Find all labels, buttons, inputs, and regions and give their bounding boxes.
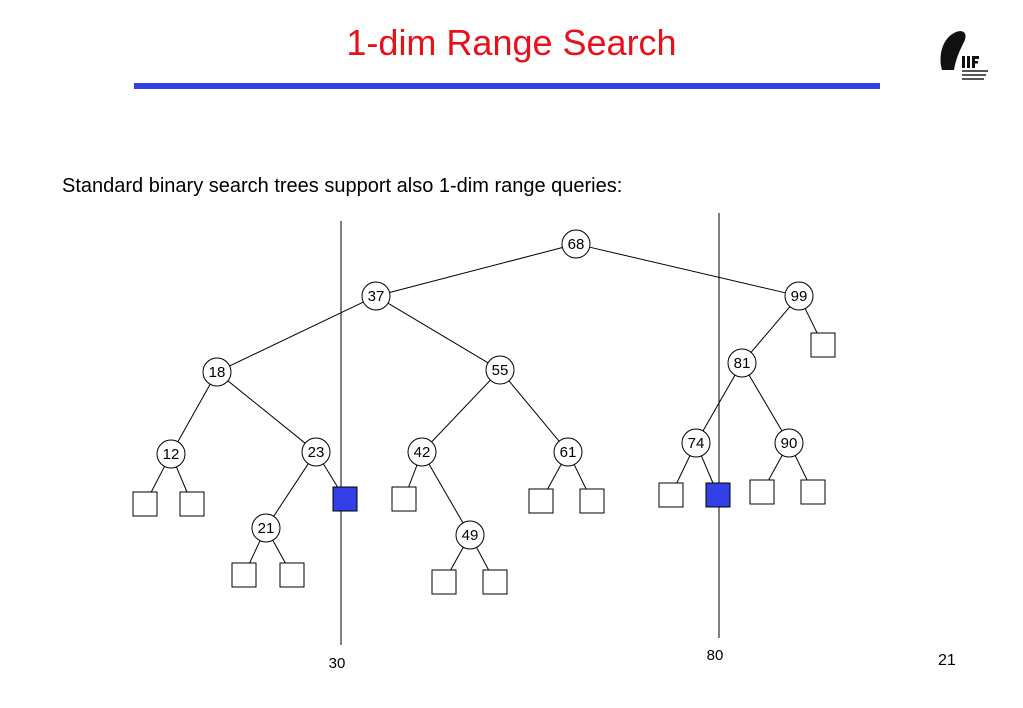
leaf-node [579,488,605,514]
node-label: 81 [734,355,751,372]
tree-edge [508,380,560,442]
node-circle [485,355,515,385]
node-label: 18 [209,364,226,381]
tree-node: 42 [407,437,437,467]
node-label: 55 [492,362,509,379]
iif-logo-icon [940,31,988,80]
leaf-node [482,569,508,595]
tree-node: 74 [681,428,711,458]
tree-edge [150,466,165,493]
node-circle [553,437,583,467]
tree-edge [229,301,364,367]
tree-node: 18 [202,357,232,387]
node-label: 37 [368,288,385,305]
leaf-node [279,562,305,588]
highlighted-leaf [705,482,731,508]
node-circle [561,229,591,259]
tree-node: 68 [561,229,591,259]
tree-edge [322,463,339,488]
node-circle [301,437,331,467]
leaf-node [800,479,826,505]
tree-edge [428,463,464,524]
leaf-node [132,491,158,517]
tree-edge [431,379,491,443]
tree-edge [450,547,464,571]
highlighted-leaf [332,486,358,512]
node-circle [361,281,391,311]
tree-edge [700,455,714,484]
leaf-node [810,332,836,358]
query-bound-label: 30 [329,655,346,672]
query-bound-label: 80 [707,647,724,664]
tree-edge [273,463,309,517]
tree-edge [589,246,786,294]
node-label: 42 [414,444,431,461]
tree-node: 23 [301,437,331,467]
tree-node: 55 [485,355,515,385]
tree-edge [804,308,818,334]
node-label: 23 [308,444,325,461]
node-label: 49 [462,527,479,544]
tree-edge [750,306,791,353]
page-number: 21 [938,652,956,669]
node-circle [251,513,281,543]
tree-edge [768,455,783,481]
node-circle [455,520,485,550]
node-circle [774,428,804,458]
tree-edge [408,464,418,488]
tree-edge [573,464,587,490]
tree-node: 49 [455,520,485,550]
node-circle [202,357,232,387]
node-label: 12 [163,446,180,463]
node-circle [784,281,814,311]
tree-node: 90 [774,428,804,458]
slide-subtitle: Standard binary search trees support als… [62,175,623,197]
leaf-node [431,569,457,595]
node-label: 61 [560,444,577,461]
tree-edge [476,547,490,571]
tree-edge [177,383,211,443]
tree-node: 99 [784,281,814,311]
node-circle [407,437,437,467]
tree-edge [249,540,261,564]
leaf-node [179,491,205,517]
tree-node: 37 [361,281,391,311]
leaf-node [391,486,417,512]
tree-edge [794,455,808,481]
tree-edge [748,374,783,432]
leaf-node [231,562,257,588]
tree-edge [175,466,188,493]
node-label: 68 [568,236,585,253]
node-label: 90 [781,435,798,452]
tree-edge [676,455,691,484]
node-label: 21 [258,520,275,537]
node-circle [727,348,757,378]
tree-node: 81 [727,348,757,378]
title-underline [134,83,880,89]
slide-title: 1-dim Range Search [346,22,677,63]
node-label: 99 [791,288,808,305]
tree-edge [387,302,489,364]
node-circle [156,439,186,469]
tree-node: 61 [553,437,583,467]
tree-node: 12 [156,439,186,469]
tree-node: 21 [251,513,281,543]
leaf-node [749,479,775,505]
leaf-node [528,488,554,514]
tree-edge [272,540,286,564]
tree-edge [389,247,563,293]
node-circle [681,428,711,458]
tree-edge [547,464,562,490]
tree-edge [227,380,306,444]
leaf-node [658,482,684,508]
node-label: 74 [688,435,705,452]
